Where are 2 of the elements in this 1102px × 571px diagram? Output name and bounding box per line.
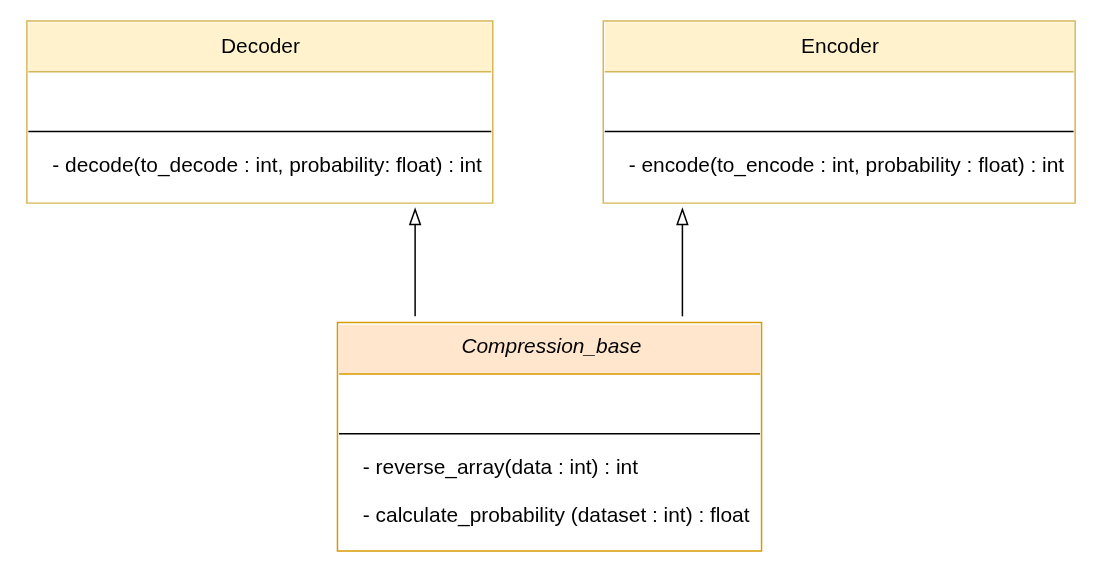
arrow [408,206,422,317]
arrow [676,206,689,317]
